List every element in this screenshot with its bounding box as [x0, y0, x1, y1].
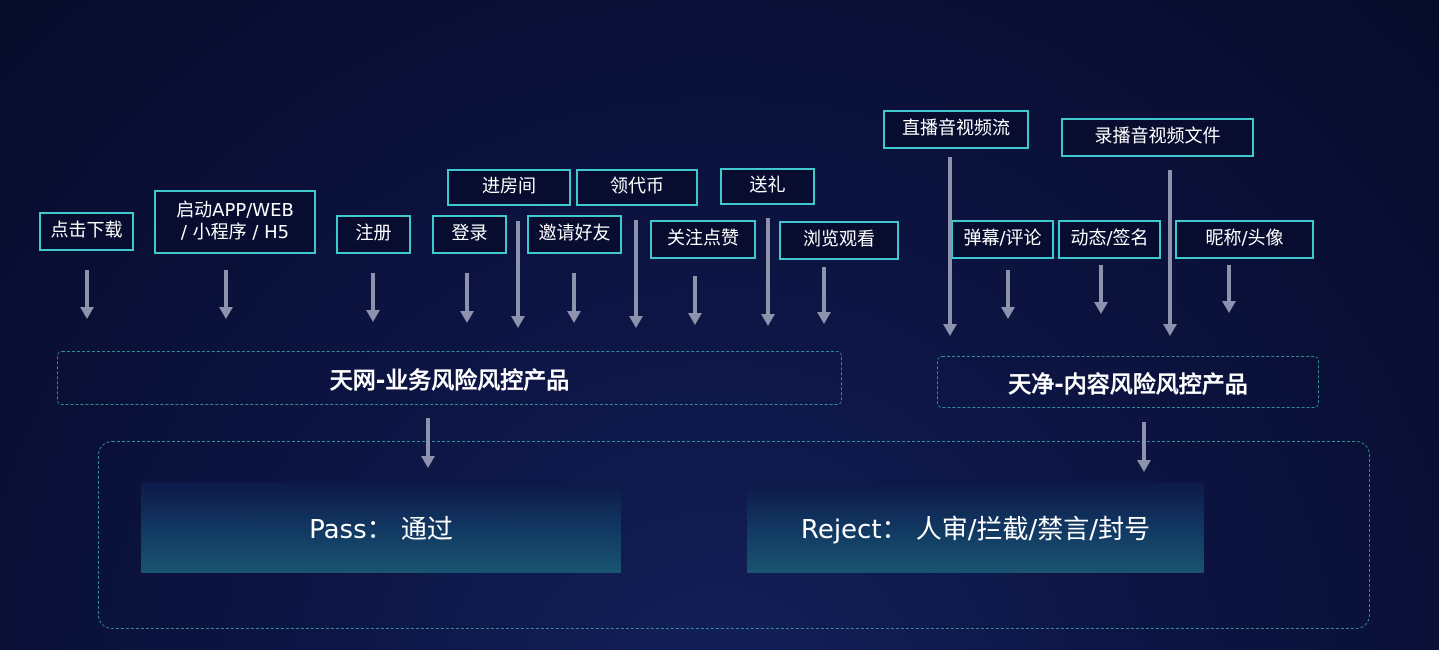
input-gift: 送礼	[720, 168, 815, 205]
input-launch-app-line1: 启动APP/WEB	[176, 199, 294, 221]
input-launch-app: 启动APP/WEB / 小程序 / H5	[154, 190, 316, 254]
input-claim-coins: 领代币	[576, 169, 698, 206]
arrow-follow-like	[688, 276, 702, 325]
arrow-browse	[817, 267, 831, 324]
arrow-business-to-results	[421, 418, 435, 468]
arrow-danmaku-comment	[1001, 270, 1015, 319]
input-recorded-file-label: 录播音视频文件	[1094, 126, 1221, 148]
arrow-login	[460, 273, 474, 323]
input-launch-app-line2: / 小程序 / H5	[180, 222, 290, 243]
input-browse: 浏览观看	[779, 221, 899, 260]
input-invite-friends: 邀请好友	[527, 215, 622, 254]
arrow-register	[366, 273, 380, 322]
input-live-stream-label: 直播音视频流	[902, 118, 1010, 140]
result-pass: Pass： 通过	[141, 482, 621, 573]
input-recorded-file: 录播音视频文件	[1061, 118, 1254, 157]
content-risk-product: 天净-内容风险风控产品	[937, 356, 1319, 408]
result-pass-label: Pass： 通过	[309, 515, 453, 545]
input-danmaku-comment: 弹幕/评论	[951, 220, 1054, 259]
input-enter-room: 进房间	[447, 169, 571, 206]
input-danmaku-comment-label: 弹幕/评论	[963, 228, 1042, 250]
arrow-enter-room	[511, 221, 525, 328]
arrow-gift	[761, 218, 775, 326]
input-follow-like: 关注点赞	[650, 220, 756, 259]
business-risk-product: 天网-业务风险风控产品	[57, 351, 842, 405]
arrow-live-stream	[943, 157, 957, 336]
input-login-label: 登录	[451, 223, 488, 245]
arrow-status-signature	[1094, 265, 1108, 314]
input-follow-like-label: 关注点赞	[667, 228, 739, 250]
arrow-download	[80, 270, 94, 319]
arrow-content-to-results	[1137, 422, 1151, 472]
input-gift-label: 送礼	[749, 175, 786, 197]
business-risk-product-label: 天网-业务风险风控产品	[329, 368, 570, 394]
input-enter-room-label: 进房间	[482, 176, 536, 198]
result-reject-label: Reject： 人审/拦截/禁言/封号	[800, 515, 1151, 545]
input-invite-friends-label: 邀请好友	[538, 223, 611, 245]
input-login: 登录	[432, 215, 507, 254]
input-status-signature: 动态/签名	[1058, 220, 1161, 259]
input-nickname-avatar: 昵称/头像	[1175, 220, 1314, 259]
input-claim-coins-label: 领代币	[610, 176, 664, 198]
arrow-claim-coins	[629, 220, 643, 328]
input-live-stream: 直播音视频流	[883, 110, 1029, 149]
arrow-recorded-file	[1163, 170, 1177, 336]
input-download: 点击下载	[39, 212, 134, 251]
input-register-label: 注册	[355, 223, 392, 245]
arrow-nickname-avatar	[1222, 265, 1236, 313]
input-register: 注册	[336, 215, 411, 254]
results-container	[98, 441, 1370, 629]
input-nickname-avatar-label: 昵称/头像	[1205, 228, 1284, 250]
arrow-launch-app	[219, 270, 233, 319]
input-browse-label: 浏览观看	[803, 229, 875, 251]
input-download-label: 点击下载	[50, 220, 123, 242]
input-status-signature-label: 动态/签名	[1070, 228, 1149, 250]
content-risk-product-label: 天净-内容风险风控产品	[1008, 372, 1248, 398]
input-launch-app-lines: 启动APP/WEB / 小程序 / H5	[176, 200, 294, 245]
result-reject: Reject： 人审/拦截/禁言/封号	[747, 482, 1204, 573]
arrow-invite-friends	[567, 273, 581, 323]
